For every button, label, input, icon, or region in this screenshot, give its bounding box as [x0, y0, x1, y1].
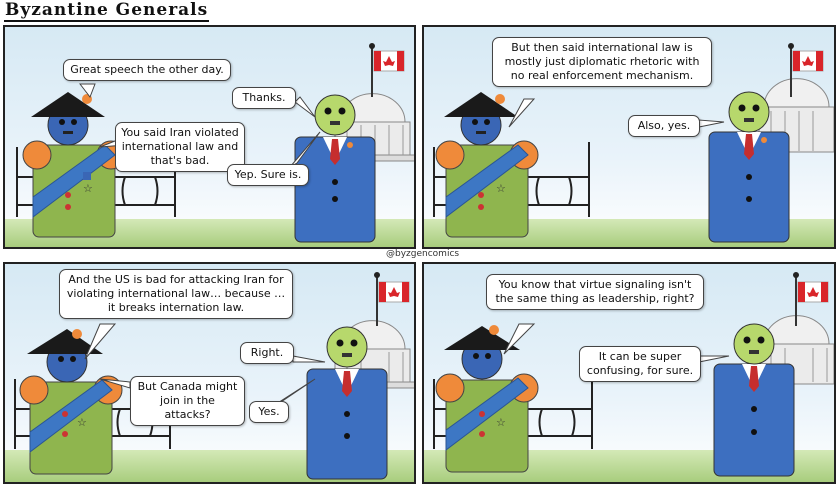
speech-bubble: Great speech the other day. — [63, 59, 231, 81]
panel-2-art: ☆ — [433, 43, 834, 243]
speech-bubble: Also, yes. — [628, 115, 700, 137]
panel-3-art: ☆ — [14, 272, 414, 480]
prime-minister-character — [306, 326, 388, 480]
svg-text:☆: ☆ — [496, 182, 506, 195]
speech-bubble: But then said international law is mostl… — [492, 37, 712, 87]
prime-minister-character — [713, 323, 795, 477]
general-character: ☆ — [435, 325, 539, 473]
general-character: ☆ — [19, 329, 123, 475]
comic-title: Byzantine Generals — [4, 0, 210, 22]
speech-bubble: Yes. — [249, 401, 289, 423]
general-character: ☆ — [22, 92, 126, 238]
svg-text:☆: ☆ — [83, 182, 93, 195]
bubble-tails — [84, 323, 326, 407]
svg-text:☆: ☆ — [496, 416, 506, 429]
canada-flag — [374, 272, 410, 326]
prime-minister-character — [708, 91, 790, 243]
panel-1-art: ☆ — [16, 43, 414, 243]
speech-bubble: You know that virtue signaling isn't the… — [486, 274, 704, 310]
svg-text:☆: ☆ — [77, 416, 87, 429]
panel-1: ☆ Great speech the other day. Thanks. Yo… — [3, 25, 416, 249]
panel-3: ☆ And the US is bad for attacking Iran f… — [3, 262, 416, 484]
speech-bubble: Yep. Sure is. — [227, 164, 309, 186]
canada-flag — [793, 272, 829, 326]
speech-bubble: Right. — [240, 342, 294, 364]
comic-credit: @byzgencomics — [386, 249, 460, 259]
speech-bubble: Thanks. — [232, 87, 296, 109]
bubble-tails — [503, 323, 730, 363]
prime-minister-character — [294, 94, 376, 243]
speech-bubble: And the US is bad for attacking Iran for… — [59, 269, 293, 319]
panel-4-art: ☆ — [433, 272, 834, 477]
general-character: ☆ — [435, 92, 539, 238]
speech-bubble: It can be super confusing, for sure. — [579, 346, 701, 382]
panel-4: ☆ You know that virtue signaling isn't t… — [422, 262, 836, 484]
panel-2: ☆ But then said international law is mos… — [422, 25, 836, 249]
canada-flag — [788, 43, 824, 97]
speech-bubble: You said Iran violated international law… — [115, 122, 245, 172]
speech-bubble: But Canada might join in the attacks? — [130, 376, 245, 426]
canada-flag — [369, 43, 405, 97]
